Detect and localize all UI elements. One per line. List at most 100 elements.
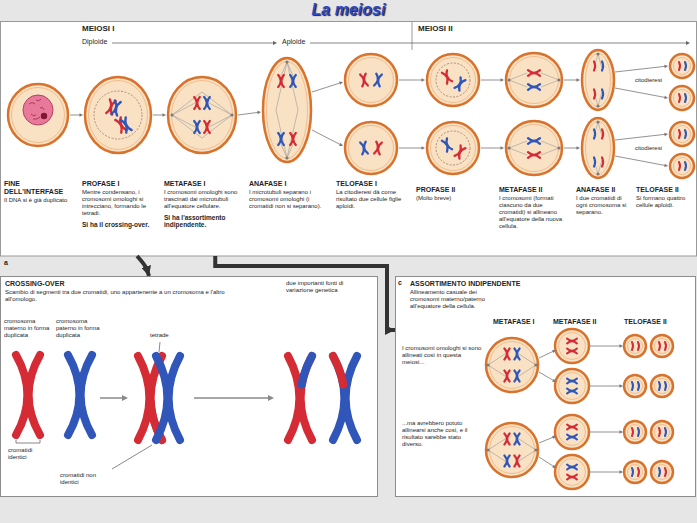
spindle-fiber (509, 141, 527, 148)
chromosome (194, 121, 200, 133)
chromosome (278, 133, 284, 145)
cell-cortex (655, 425, 670, 440)
spindle-fiber (509, 148, 527, 155)
spindle-fiber (541, 80, 559, 87)
chromosome (204, 97, 210, 109)
spindle-fiber (541, 141, 559, 148)
chromatin (40, 107, 44, 110)
cell-membrane (624, 421, 646, 443)
connector-arrow (137, 256, 149, 276)
chromatid (567, 381, 577, 383)
spindle-fiber (509, 73, 527, 80)
chromosome (528, 84, 540, 90)
spindle-fiber (488, 365, 505, 376)
cell-cortex (674, 90, 691, 107)
chromatid (685, 130, 686, 138)
cell-cortex (349, 126, 394, 171)
chromosome (120, 117, 131, 132)
stage-title: PROFASE II (416, 186, 491, 194)
cell-membrane (555, 415, 589, 449)
part-label: cromatidi non identici (60, 472, 110, 486)
chromatid (679, 130, 680, 138)
chromatid (665, 342, 666, 350)
chromatid (377, 74, 382, 86)
chromatid (665, 428, 666, 436)
process-label: citodieresi (635, 145, 662, 152)
arrow-line (539, 372, 554, 381)
spindle-fiber (202, 92, 232, 115)
chromosome (374, 74, 382, 87)
nuclear-envelope (436, 131, 470, 165)
stage-title: ANAFASE II (576, 186, 628, 194)
cell-membrane (670, 154, 694, 178)
spindle-fiber (519, 354, 536, 365)
chromatid (363, 74, 368, 86)
chromatid (679, 162, 680, 170)
stage-column: TELOFASE ILa citodieresi dà come risulta… (332, 50, 412, 256)
chromatid (517, 456, 519, 467)
arrow-line (615, 156, 666, 166)
chromatid (528, 73, 540, 76)
chromatid (659, 342, 660, 350)
chromosome (442, 70, 452, 83)
nucleolus (41, 113, 47, 119)
arrow-line (153, 115, 164, 116)
cell-membrane (8, 84, 68, 146)
chromatid (602, 130, 603, 139)
cell-cortex (510, 57, 559, 104)
chromatid (114, 101, 120, 115)
column-header: METAFASE II (553, 318, 596, 326)
chromosome (455, 145, 466, 158)
chromatid (197, 97, 200, 109)
cell-cortex (586, 54, 611, 107)
chromatid (659, 468, 660, 476)
process-label: citodieresi (635, 77, 662, 84)
chromatid (594, 90, 595, 99)
key-point: Si ha l'assortimento indipendente. (164, 214, 241, 229)
panel-background (395, 276, 696, 497)
chromatid (602, 158, 603, 167)
chromosome (567, 475, 577, 480)
chromosome (68, 355, 92, 435)
stage-description: Allineamento casuale dei cromosomi mater… (410, 289, 486, 310)
arrow-line (615, 134, 666, 140)
chromatid (169, 356, 180, 440)
stage-description: I cromosomi (formati ciascuno da due cro… (499, 195, 568, 229)
stage-description: I due cromatidi di ogni cromosoma si sep… (576, 195, 628, 216)
chromosome (504, 371, 509, 382)
centriole (230, 113, 233, 116)
chromatid (602, 90, 603, 99)
stage-description: Si formano quattro cellule aploidi. (636, 195, 693, 209)
chromatid (665, 468, 666, 476)
chromosome (514, 371, 519, 382)
chromatin (29, 103, 35, 105)
centriole (285, 156, 288, 159)
chromatid (659, 382, 660, 390)
cell-membrane (624, 335, 646, 357)
chromatid (528, 141, 540, 144)
arrow-head (552, 379, 556, 382)
stage-title: METAFASE I (164, 180, 241, 188)
chromosome (567, 435, 577, 440)
cell-cortex (628, 339, 643, 354)
part-label: tetrade (150, 332, 169, 339)
arrow-line (590, 346, 621, 347)
arrow-head (552, 436, 556, 439)
cell-membrane (345, 122, 397, 174)
panel-background (1, 22, 697, 257)
centriole (596, 52, 599, 55)
chromatid (679, 94, 680, 102)
chromatid (445, 70, 452, 82)
spindle-fiber (519, 450, 536, 461)
cell-membrane (506, 121, 562, 175)
arrow-head (422, 146, 426, 150)
stage-title: ANAFASE I (249, 180, 328, 188)
cell-membrane (506, 53, 562, 107)
cell-membrane (345, 54, 397, 106)
cell-cortex (431, 126, 476, 171)
chromosome (333, 356, 357, 440)
spindle-fiber (276, 110, 287, 158)
section-header: MEIOSI I (82, 24, 114, 33)
arrow-head (664, 96, 668, 99)
stage-description: I microtubuli separano i cromosomi omolo… (249, 189, 328, 210)
